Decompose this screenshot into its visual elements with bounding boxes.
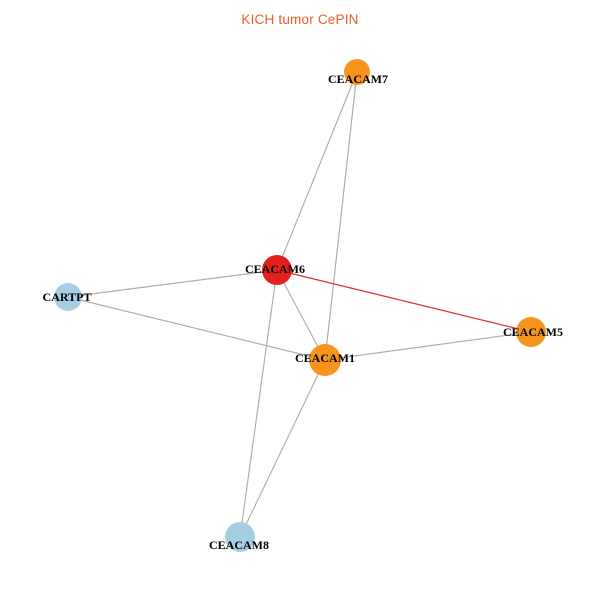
edge-CEACAM6-CEACAM1 (276, 269, 326, 361)
node-label-CEACAM1: CEACAM1 (295, 351, 355, 365)
edge-CEACAM6-CEACAM5 (276, 269, 532, 333)
edge-CEACAM1-CEACAM5 (324, 331, 532, 361)
node-CEACAM7 (344, 59, 370, 85)
node-CEACAM8 (225, 522, 255, 552)
node-CEACAM5 (516, 317, 546, 347)
node-CEACAM6 (262, 255, 292, 285)
edge-CEACAM6-CARTPT (67, 269, 278, 298)
node-label-CEACAM8: CEACAM8 (209, 538, 269, 552)
node-label-CEACAM5: CEACAM5 (503, 325, 563, 339)
node-CEACAM1 (309, 344, 341, 376)
node-label-CEACAM7: CEACAM7 (328, 72, 388, 86)
node-label-CEACAM6: CEACAM6 (245, 262, 305, 276)
edge-CARTPT-CEACAM1 (67, 296, 326, 361)
figure-title: KICH tumor CePIN (241, 12, 359, 27)
node-label-CARTPT: CARTPT (43, 290, 92, 304)
edge-CEACAM1-CEACAM8 (239, 359, 326, 538)
edge-CEACAM7-CEACAM6 (276, 71, 358, 271)
node-CARTPT (54, 283, 82, 311)
edge-CEACAM6-CEACAM8 (239, 269, 278, 538)
edge-CEACAM7-CEACAM1 (324, 71, 358, 361)
